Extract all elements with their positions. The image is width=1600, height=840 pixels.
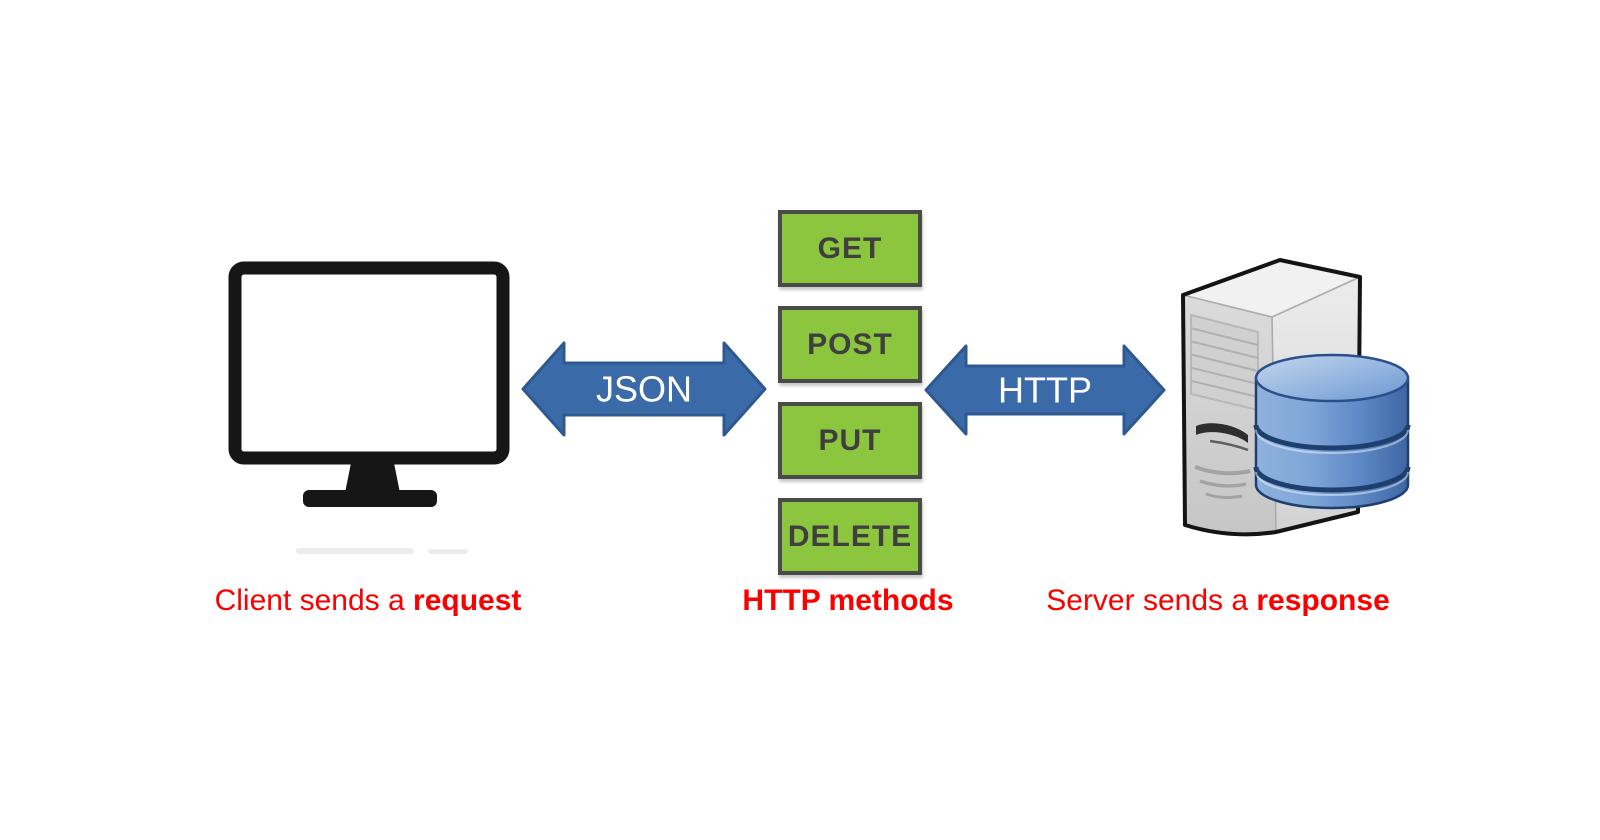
method-label: POST: [807, 327, 893, 361]
method-box-delete: DELETE: [778, 498, 922, 575]
database-body: [1254, 376, 1410, 510]
double-arrow-shape: [924, 344, 1166, 436]
method-box-post: POST: [778, 306, 922, 383]
double-arrow-shape: [521, 341, 767, 437]
server-slot-line: [1209, 439, 1249, 452]
shadow-smudge: [428, 549, 468, 554]
method-label: GET: [817, 231, 883, 265]
caption-client-bold: request: [413, 584, 522, 617]
shadow-smudge: [296, 548, 414, 554]
database-top: [1254, 353, 1410, 403]
caption-client: Client sends a request: [215, 584, 522, 618]
server-slot: [1196, 423, 1248, 443]
method-box-get: GET: [778, 210, 922, 287]
json-arrow-label: JSON: [596, 369, 692, 410]
caption-server-text: Server sends a: [1046, 584, 1257, 617]
caption-client-text: Client sends a: [214, 584, 414, 617]
database-separator: [1253, 424, 1411, 451]
caption-methods-text: HTTP methods: [742, 584, 954, 617]
monitor-stand-base: [303, 490, 437, 507]
caption-server-bold: response: [1256, 584, 1390, 617]
monitor-stand-neck: [345, 458, 400, 493]
method-label: DELETE: [787, 519, 913, 553]
server-icon: [1181, 258, 1411, 537]
method-box-put: PUT: [778, 402, 922, 479]
http-arrow-label: HTTP: [998, 370, 1092, 411]
database-cylinder-icon: [1253, 353, 1411, 510]
tower-top-face: [1183, 260, 1360, 317]
monitor-icon: [228, 261, 510, 507]
caption-http-methods: HTTP methods: [742, 584, 953, 618]
vent-swooshes: [1194, 465, 1251, 500]
drive-bay-lines: [1190, 327, 1259, 398]
method-label: PUT: [818, 423, 882, 457]
http-arrow: HTTP: [924, 344, 1166, 436]
monitor-screen: [228, 261, 510, 465]
json-arrow: JSON: [521, 341, 767, 437]
caption-server: Server sends a response: [1046, 584, 1390, 618]
database-separator: [1253, 466, 1411, 493]
